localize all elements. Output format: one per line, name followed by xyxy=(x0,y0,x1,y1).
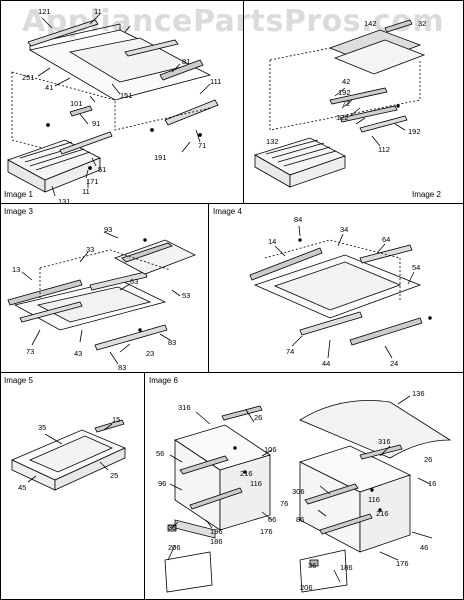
callout-101: 101 xyxy=(70,99,83,108)
panel-title-image-2: Image 2 xyxy=(412,190,441,199)
callout-13: 13 xyxy=(12,265,20,274)
callout-53: 53 xyxy=(182,291,190,300)
callout-71: 71 xyxy=(198,141,206,150)
callout-81: 81 xyxy=(182,57,190,66)
image-5-labels: 35 15 45 25 xyxy=(18,415,120,492)
callout-73: 73 xyxy=(26,347,34,356)
image-5-drawing xyxy=(11,419,126,491)
panel-title-image-1: Image 1 xyxy=(4,190,33,199)
callout-191: 191 xyxy=(154,153,167,162)
callout-33: 33 xyxy=(86,245,94,254)
callout-131: 131 xyxy=(58,197,71,206)
callout-216b: 216 xyxy=(376,509,389,518)
callout-251: 251 xyxy=(22,73,35,82)
callout-171: 171 xyxy=(86,177,99,186)
callout-86: 86 xyxy=(296,515,304,524)
callout-63: 63 xyxy=(130,277,138,286)
callout-44: 44 xyxy=(322,359,330,368)
callout-122: 122 xyxy=(336,113,349,122)
callout-192b: 192 xyxy=(408,127,421,136)
callout-84: 84 xyxy=(294,215,302,224)
callout-76: 76 xyxy=(280,499,288,508)
callout-43: 43 xyxy=(74,349,82,358)
callout-151: 151 xyxy=(120,91,133,100)
callout-106: 106 xyxy=(264,445,277,454)
callout-206a: 206 xyxy=(168,543,181,552)
image-3-labels: 93 33 13 63 53 73 43 83 23 83 xyxy=(12,225,190,372)
callout-54: 54 xyxy=(412,263,420,272)
panel-title-image-4: Image 4 xyxy=(213,207,242,216)
callout-66: 66 xyxy=(268,515,276,524)
callout-316a: 316 xyxy=(178,403,191,412)
image-2-labels: 142 32 42 192 72 122 192 112 132 xyxy=(266,19,426,154)
image-6-drawing xyxy=(164,395,452,593)
callout-14: 14 xyxy=(268,237,276,246)
panel-title-image-6: Image 6 xyxy=(149,376,178,385)
callout-25: 25 xyxy=(110,471,118,480)
callout-116a: 116 xyxy=(250,479,262,488)
image-6-labels: 136 316 26 56 106 216 116 96 66 36 196 1… xyxy=(156,389,436,592)
image-2-drawing xyxy=(254,19,426,188)
image-3-drawing xyxy=(7,231,196,365)
callout-56: 56 xyxy=(156,449,164,458)
image-4-drawing xyxy=(249,225,432,359)
callout-206b: 206 xyxy=(300,583,313,592)
callout-35: 35 xyxy=(38,423,46,432)
callout-34: 34 xyxy=(340,225,348,234)
callout-26a: 26 xyxy=(254,413,262,422)
callout-16: 16 xyxy=(428,479,436,488)
callout-111: 111 xyxy=(210,77,221,86)
callout-24: 24 xyxy=(390,359,398,368)
callout-11a: 11 xyxy=(94,7,102,16)
callout-23: 23 xyxy=(146,349,154,358)
callout-121: 121 xyxy=(38,7,51,16)
callout-83b: 83 xyxy=(118,363,126,372)
image-1-labels: 121 11 251 41 101 151 81 111 91 191 71 5… xyxy=(22,7,221,206)
callout-186a: 186 xyxy=(210,537,223,546)
callout-74: 74 xyxy=(286,347,294,356)
callout-36b: 36 xyxy=(308,561,316,570)
callout-192a: 192 xyxy=(338,88,351,97)
callout-316b: 316 xyxy=(378,437,391,446)
callout-11b: 11 xyxy=(82,187,90,196)
callout-36a: 36 xyxy=(168,523,176,532)
callout-93: 93 xyxy=(104,225,112,234)
callout-142: 142 xyxy=(364,19,377,28)
callout-42: 42 xyxy=(342,77,350,86)
callout-15: 15 xyxy=(112,415,120,424)
callout-41: 41 xyxy=(45,83,53,92)
callout-64: 64 xyxy=(382,235,390,244)
callout-51: 51 xyxy=(98,165,106,174)
panel-title-image-5: Image 5 xyxy=(4,376,33,385)
callout-91: 91 xyxy=(92,119,100,128)
callout-83a: 83 xyxy=(168,338,176,347)
callout-72: 72 xyxy=(342,99,350,108)
callout-136: 136 xyxy=(412,389,425,398)
callout-216a: 216 xyxy=(240,469,253,478)
callout-32: 32 xyxy=(418,19,426,28)
callout-45: 45 xyxy=(18,483,26,492)
image-4-labels: 84 14 34 64 54 74 44 24 xyxy=(268,215,420,368)
callout-176b: 176 xyxy=(396,559,409,568)
callout-176a: 176 xyxy=(260,527,273,536)
callout-186b: 186 xyxy=(340,563,353,572)
callout-132: 132 xyxy=(266,137,279,146)
callout-26b: 26 xyxy=(424,455,432,464)
panel-title-image-3: Image 3 xyxy=(4,207,33,216)
callout-196: 196 xyxy=(210,527,223,536)
callout-306: 306 xyxy=(292,487,305,496)
callout-116b: 116 xyxy=(368,495,380,504)
callout-112: 112 xyxy=(378,145,390,154)
callout-96: 96 xyxy=(158,479,166,488)
image-1-drawing xyxy=(7,13,219,197)
callout-46: 46 xyxy=(420,543,428,552)
